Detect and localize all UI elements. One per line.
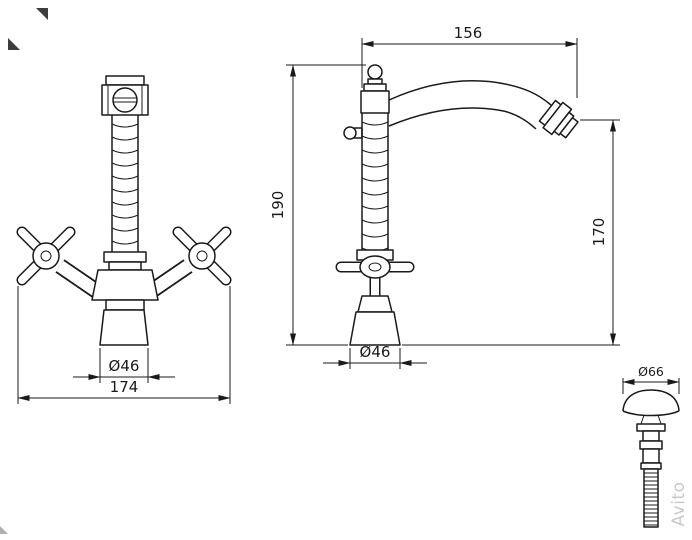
watermark-triangle-icon [36, 8, 48, 20]
watermark-triangle-icon [8, 38, 20, 50]
dim-label-drain-diameter: Ø66 [638, 364, 664, 379]
watermark-triangle-icon [0, 526, 8, 534]
front-view-dimensions: Ø46 174 [17, 286, 231, 404]
side-view-dimensions: 156 190 170 Ø46 [269, 24, 620, 369]
side-view-drawing [335, 64, 579, 346]
dim-label-top-width: 156 [454, 24, 483, 42]
watermark-text: Avito [669, 482, 689, 527]
drain-view-drawing: Ø66 [622, 364, 680, 528]
dim-label-front-width: 174 [110, 378, 139, 396]
dim-label-spout-height: 170 [590, 218, 608, 247]
right-handle [172, 226, 232, 286]
left-handle [16, 226, 76, 286]
dim-label-side-diameter: Ø46 [360, 343, 391, 361]
dim-label-front-diameter: Ø46 [109, 357, 140, 375]
dim-label-total-height: 190 [269, 191, 287, 220]
front-view-drawing [16, 75, 232, 346]
aerator [538, 99, 579, 139]
